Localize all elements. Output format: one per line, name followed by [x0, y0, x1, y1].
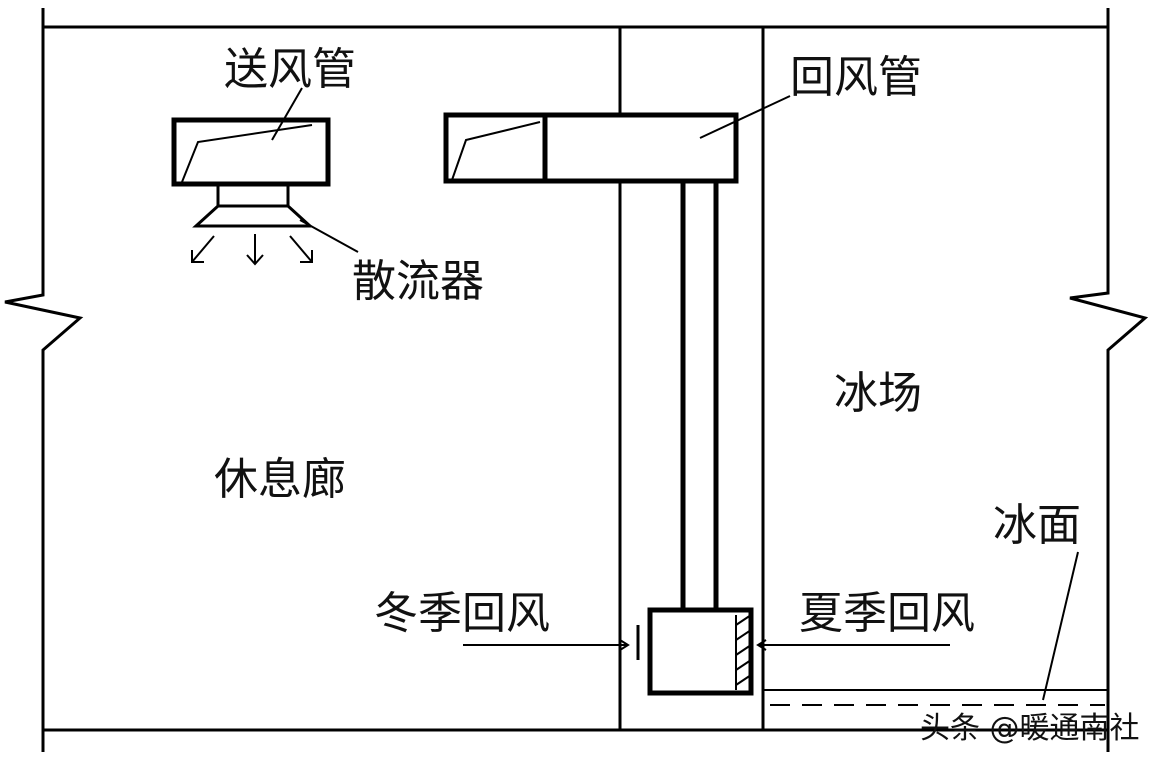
return-duct-box: [443, 112, 739, 184]
diffuser-label: 散流器: [352, 256, 484, 307]
return-duct: [443, 112, 739, 184]
corridor-label: 休息廊: [214, 454, 346, 505]
building-outline: [4, 8, 1149, 752]
return-duct-label: 回风管: [790, 52, 922, 103]
return-duct-curve: [451, 121, 541, 181]
winter-return-arrow: [463, 639, 630, 651]
inlet-hatch: [735, 614, 752, 690]
diffuser-neck: [216, 182, 290, 208]
ice-surface-leader: [1042, 551, 1079, 701]
diffuser-leader: [299, 219, 359, 253]
return-inlet-box: [647, 607, 754, 696]
supply-duct-label: 送风管: [224, 44, 356, 95]
return-riser: [680, 181, 719, 610]
return-inlet: [636, 607, 754, 696]
winter-return-label: 冬季回风: [374, 588, 550, 639]
air-flow-arrows: [191, 234, 313, 266]
ice-surface-label: 冰面: [993, 500, 1081, 551]
return-duct-leader: [699, 95, 791, 139]
supply-duct: [171, 117, 331, 187]
diffuser-cone: [192, 204, 314, 228]
supply-duct-curve: [181, 124, 313, 183]
left-wall-break: [4, 8, 84, 752]
supply-duct-box: [171, 117, 331, 187]
supply-duct-leader: [271, 87, 303, 141]
ice-rink-label: 冰场: [834, 368, 922, 419]
right-wall-break: [1069, 8, 1149, 752]
diffuser: [191, 182, 314, 266]
watermark: 头条 @暖通南社: [920, 711, 1140, 746]
summer-return-label: 夏季回风: [799, 588, 975, 639]
ice-surface: [763, 689, 1108, 706]
summer-return-arrow: [756, 639, 950, 651]
